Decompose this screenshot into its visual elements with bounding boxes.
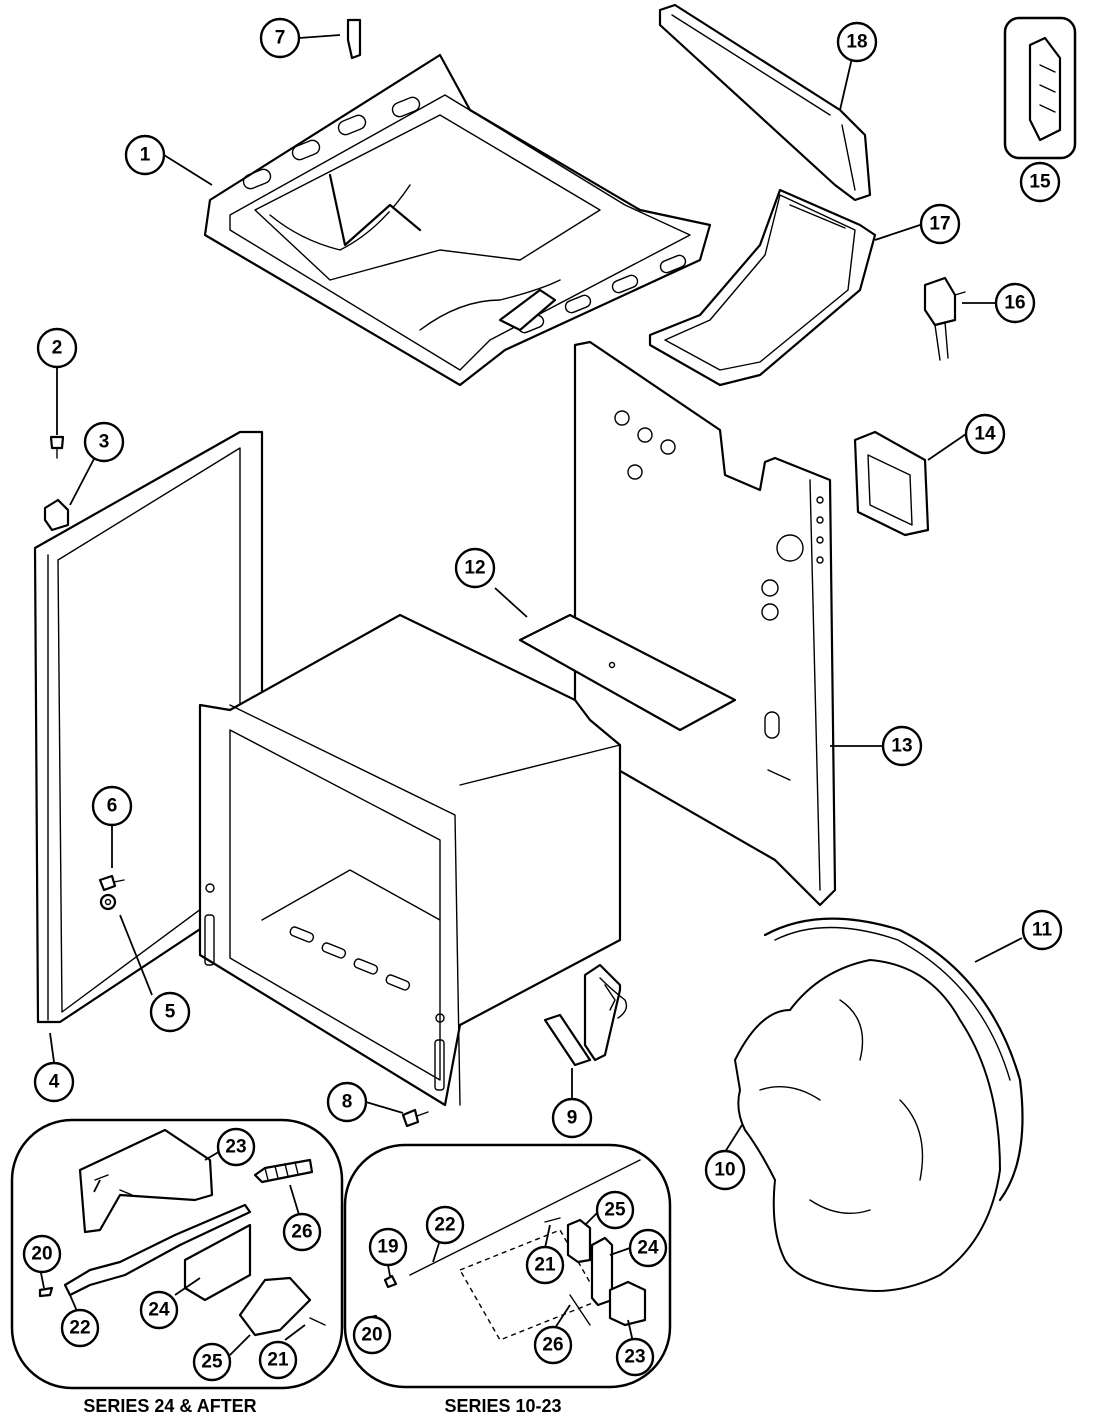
- callout-1-label: 1: [140, 145, 151, 166]
- shield: [518, 613, 737, 732]
- inset-right-callout-20: 20: [361, 1325, 382, 1346]
- inset-right-caption: SERIES 10-23: [444, 1396, 561, 1416]
- back-panel: [573, 340, 837, 907]
- callout-18: 18: [836, 21, 878, 63]
- callout-14-label: 14: [974, 424, 996, 445]
- inset-left-callout-23: 23: [225, 1137, 246, 1158]
- callout-14: 14: [964, 413, 1006, 455]
- callout-7-label: 7: [275, 28, 286, 49]
- inset-right-callout-19: 19: [377, 1237, 398, 1258]
- terminal-block-bracket: [853, 430, 930, 537]
- callout-16-label: 16: [1004, 293, 1025, 314]
- insulation: [733, 958, 1002, 1292]
- vent-duct: [648, 188, 877, 387]
- inset-left-callout-24: 24: [148, 1300, 170, 1321]
- callout-1: 1: [124, 134, 166, 176]
- inset-right-callout-23: 23: [624, 1347, 645, 1368]
- callout-3-label: 3: [99, 432, 110, 453]
- switch: [923, 276, 966, 361]
- callout-3: 3: [83, 421, 125, 463]
- inset-left-callout-22: 22: [69, 1318, 90, 1339]
- inset-left-callout-26: 26: [291, 1222, 312, 1243]
- inset-left-caption: SERIES 24 & AFTER: [83, 1396, 256, 1416]
- leader-lines: [49, 34, 1023, 1153]
- callout-9: 9: [551, 1097, 593, 1139]
- callout-5-label: 5: [165, 1002, 176, 1023]
- callout-11-label: 11: [1032, 920, 1053, 941]
- terminal-block-box: [1003, 16, 1077, 160]
- callout-10: 10: [704, 1149, 746, 1191]
- callout-8: 8: [326, 1081, 368, 1123]
- callout-18-label: 18: [846, 32, 867, 53]
- callout-12: 12: [454, 547, 496, 589]
- callout-13: 13: [881, 725, 923, 767]
- inset-left-callout-20: 20: [31, 1244, 52, 1265]
- inset-right-callout-25: 25: [604, 1200, 626, 1221]
- callout-2-label: 2: [52, 338, 63, 359]
- callout-5: 5: [149, 991, 191, 1033]
- callout-13-label: 13: [891, 736, 912, 757]
- inset-right-callout-26: 26: [542, 1335, 563, 1356]
- screw: [49, 435, 65, 459]
- door-hinge: [543, 963, 628, 1067]
- callout-8-label: 8: [342, 1092, 353, 1113]
- inset-left-callout-25: 25: [201, 1352, 223, 1373]
- callout-10-label: 10: [714, 1160, 735, 1181]
- oven-cavity: [198, 613, 622, 1107]
- callout-2: 2: [36, 327, 78, 369]
- callout-7: 7: [259, 17, 301, 59]
- callout-4-label: 4: [49, 1072, 60, 1093]
- clip: [43, 498, 70, 532]
- callout-17-label: 17: [929, 214, 950, 235]
- callout-16: 16: [994, 282, 1036, 324]
- callouts-main: 1 2 3 4 5 6 7 8 9 10 11 12 13 14 15 16 1…: [33, 17, 1063, 1191]
- duct-support: [658, 3, 872, 202]
- inset-left-callout-21: 21: [267, 1350, 289, 1371]
- callout-4: 4: [33, 1061, 75, 1103]
- inset-series-24-after: 23 26 20 22 24 25 21 SERIES 24 & AFTER: [10, 1118, 344, 1416]
- screw: [98, 874, 125, 892]
- screw: [401, 1108, 429, 1128]
- callout-6-label: 6: [107, 796, 118, 817]
- bracket: [346, 18, 362, 60]
- callout-15-label: 15: [1029, 172, 1051, 193]
- inset-right-callout-22: 22: [434, 1215, 455, 1236]
- callout-11: 11: [1021, 909, 1063, 951]
- cooktop-support-frame: [203, 53, 712, 387]
- callout-17: 17: [919, 203, 961, 245]
- inset-series-10-23: 22 19 20 21 25 24 26 23 SERIES 10-23: [343, 1143, 672, 1416]
- callout-15: 15: [1019, 161, 1061, 203]
- callout-12-label: 12: [464, 558, 485, 579]
- callout-6: 6: [91, 785, 133, 827]
- callout-9-label: 9: [567, 1108, 578, 1129]
- nut: [99, 893, 117, 911]
- inset-right-callout-24: 24: [637, 1238, 659, 1259]
- inset-right-callout-21: 21: [534, 1255, 556, 1276]
